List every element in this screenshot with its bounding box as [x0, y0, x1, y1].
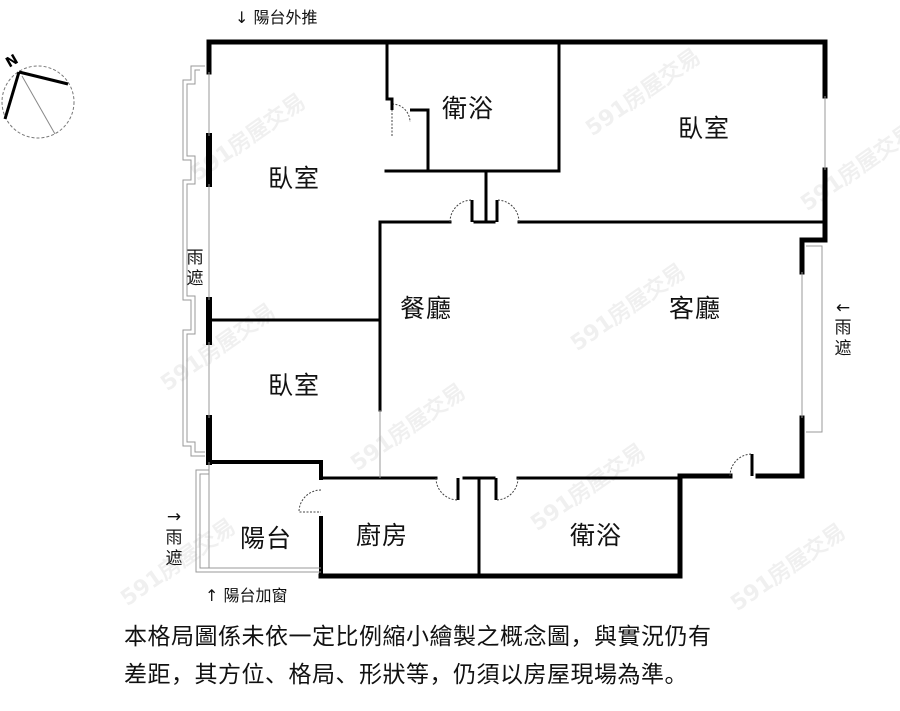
- room-label-kitchen: 廚房: [356, 521, 409, 550]
- room-label-living-room: 客廳: [669, 294, 722, 323]
- room-label-bedroom-mid-left: 臥室: [268, 371, 321, 400]
- disclaimer-line-1: 本格局圖係未依一定比例縮小繪製之概念圖，與實況仍有: [124, 624, 712, 650]
- door-jambs: [390, 99, 754, 500]
- annotation-left-canopy-lower: 雨遮: [165, 528, 183, 569]
- annotation-right-canopy: 雨遮: [834, 318, 852, 359]
- room-label-bathroom-bottom: 衛浴: [570, 521, 623, 550]
- walls: [206, 39, 828, 579]
- door-swings: [298, 99, 753, 513]
- room-label-balcony: 陽台: [240, 524, 293, 553]
- compass-icon: [1, 65, 75, 139]
- windows: [182, 65, 826, 573]
- compass-north-label: N: [3, 52, 21, 72]
- annotation-left-canopy-upper: 雨遮: [186, 248, 204, 289]
- room-label-dining-room: 餐廳: [400, 294, 453, 323]
- annotation-top-balcony-extended: ↓ 陽台外推: [235, 8, 318, 27]
- annotation-bottom-balcony-window: ↑ 陽台加窗: [205, 586, 288, 605]
- disclaimer-line-2: 差距，其方位、格局、形狀等，仍須以房屋現場為準。: [124, 662, 688, 688]
- annotation-left-canopy-lower-arrow: →: [166, 507, 182, 527]
- room-label-bedroom-top-left: 臥室: [268, 164, 321, 193]
- annotation-right-canopy-arrow: ←: [835, 298, 851, 318]
- room-label-bedroom-top-right: 臥室: [678, 114, 731, 143]
- room-label-bathroom-top: 衛浴: [442, 94, 495, 123]
